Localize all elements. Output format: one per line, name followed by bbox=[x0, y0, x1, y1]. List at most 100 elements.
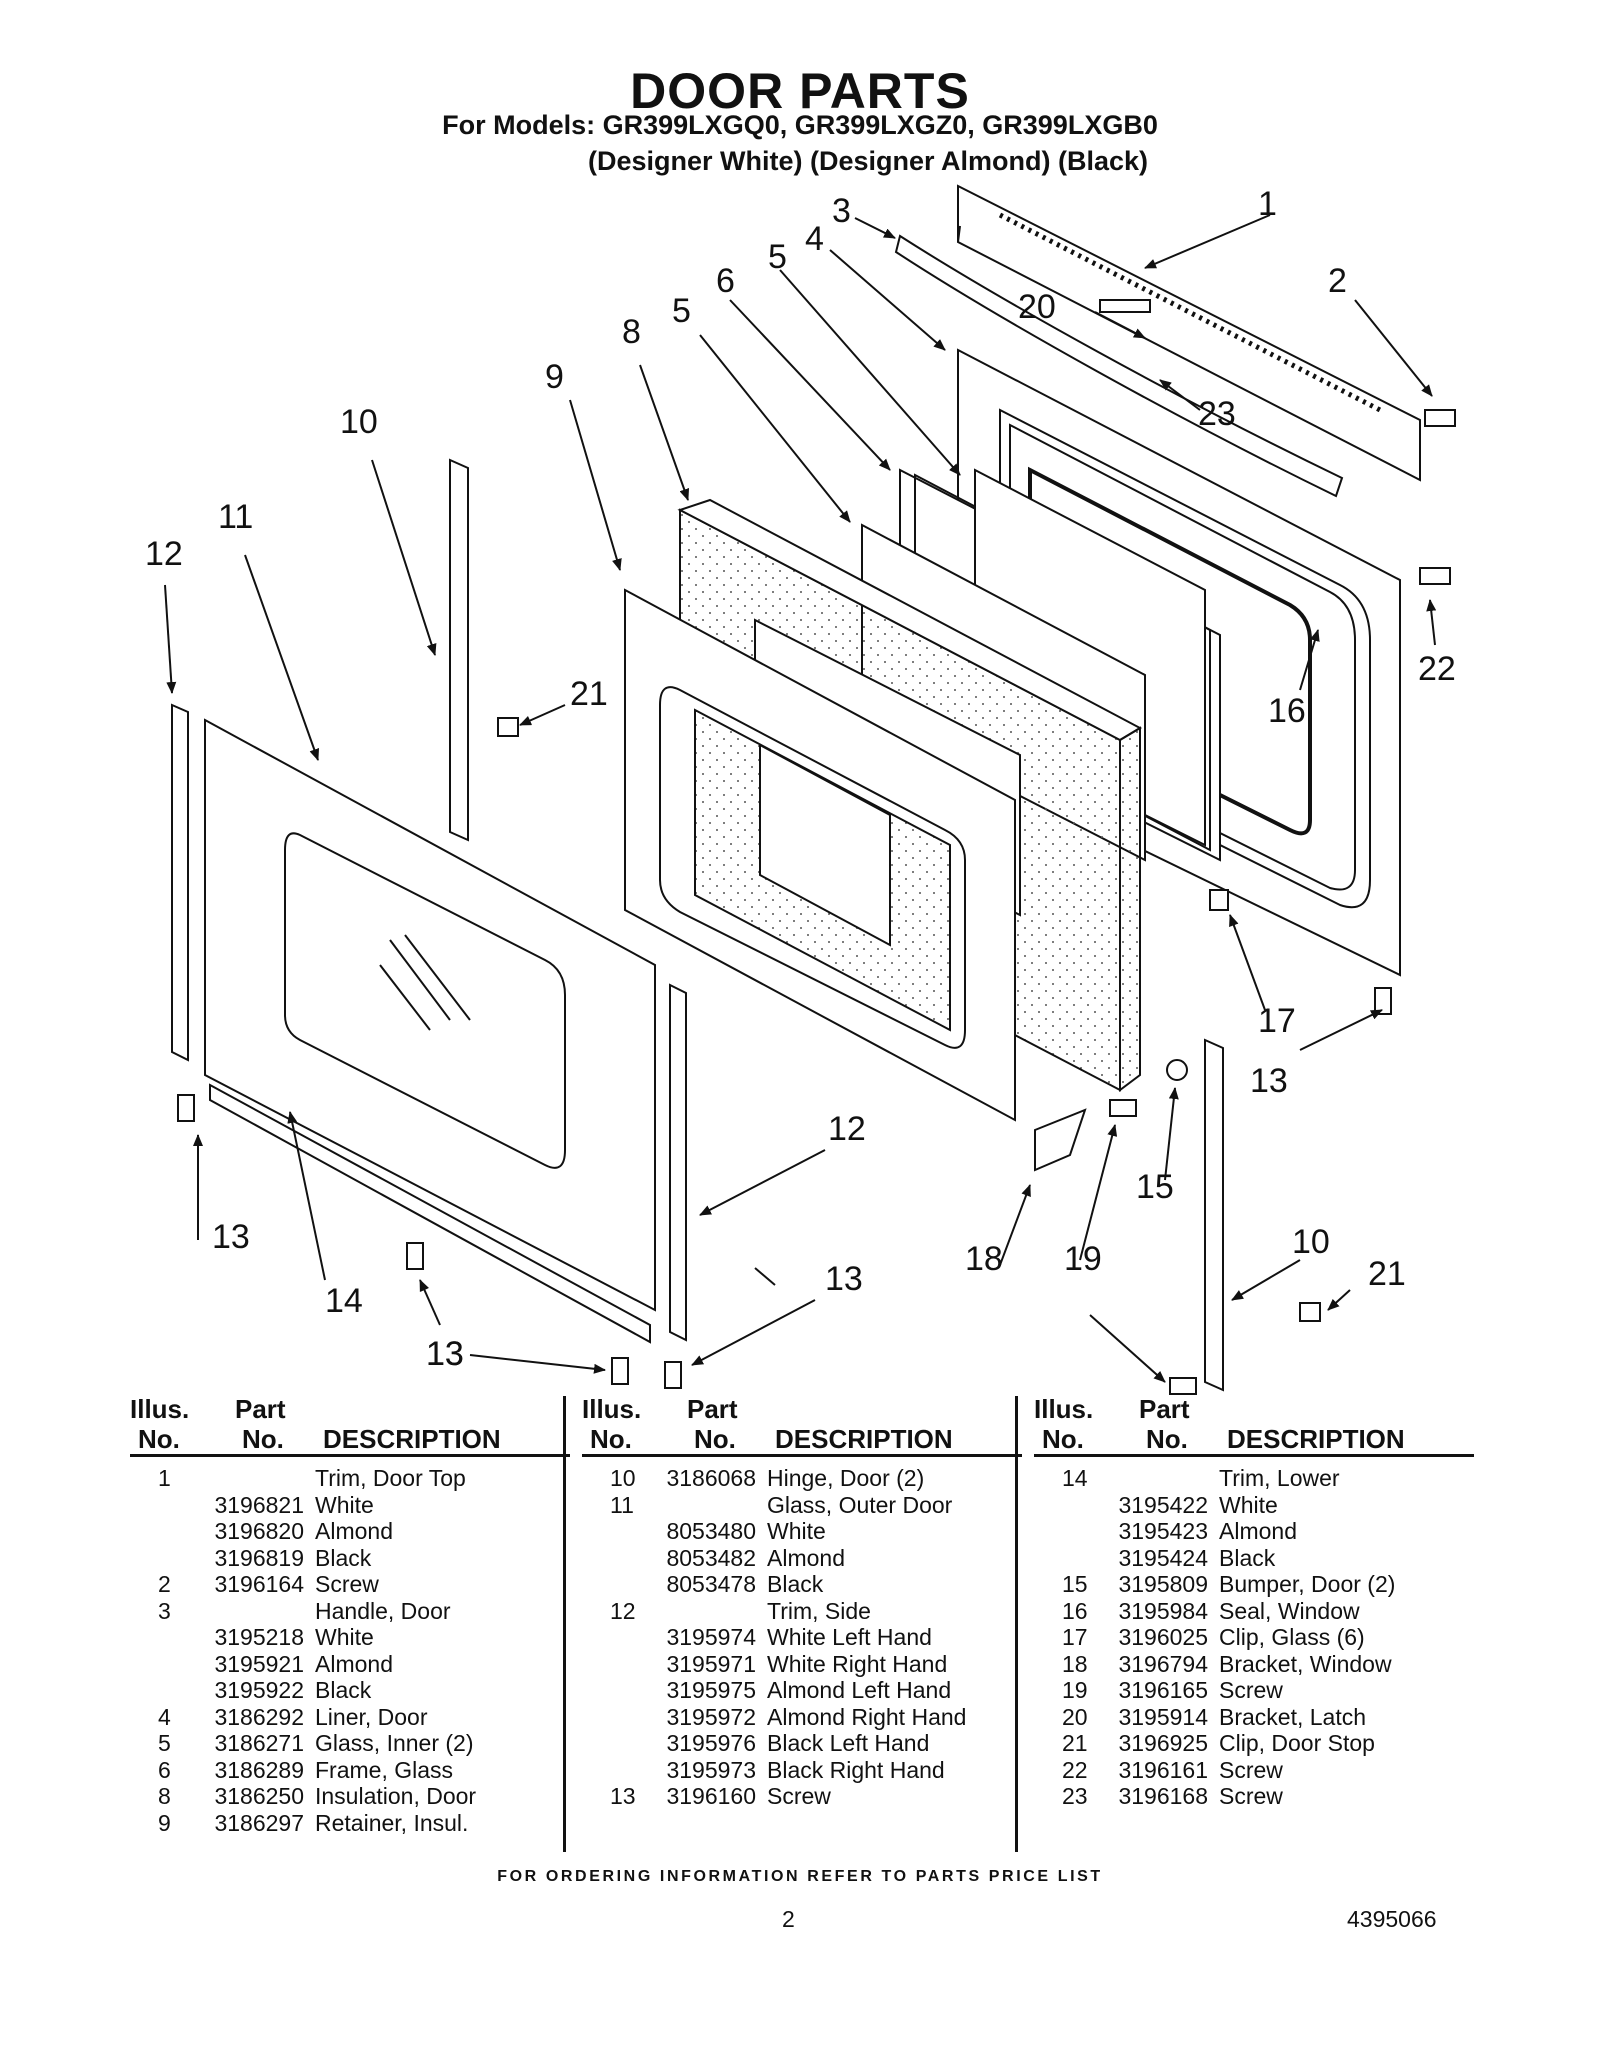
illus-number: 12 bbox=[610, 1597, 636, 1624]
part-number: 3196819 bbox=[214, 1544, 304, 1571]
table-row: 12 Trim, Side bbox=[582, 1598, 1022, 1625]
part-number: 3196820 bbox=[214, 1518, 304, 1544]
part-number: 3196164 bbox=[214, 1571, 304, 1597]
callout-22: 22 bbox=[1418, 650, 1456, 688]
part-description: Almond bbox=[1219, 1518, 1297, 1544]
door-hinge-right-part bbox=[1204, 1038, 1224, 1392]
table-row: 3 Handle, Door bbox=[130, 1598, 570, 1625]
illus-number: 21 bbox=[1062, 1730, 1088, 1756]
callout-23: 23 bbox=[1198, 395, 1236, 433]
part-description: Bracket, Window bbox=[1219, 1650, 1392, 1677]
part-number: 3196794 bbox=[1118, 1650, 1208, 1677]
callout-21a: 21 bbox=[570, 675, 608, 713]
callout-18: 18 bbox=[965, 1240, 1003, 1278]
part-description: Black bbox=[767, 1571, 824, 1597]
part-description: Clip, Glass (6) bbox=[1219, 1624, 1365, 1650]
callout-13a: 13 bbox=[212, 1218, 250, 1256]
part-number: 3196168 bbox=[1118, 1783, 1208, 1809]
callout-12b: 12 bbox=[828, 1110, 866, 1148]
illus-number: 2 bbox=[158, 1571, 171, 1597]
insulation-retainer-part bbox=[624, 588, 1016, 1122]
part-number: 8053482 bbox=[666, 1544, 756, 1571]
illus-number: 11 bbox=[610, 1491, 634, 1518]
illus-number: 16 bbox=[1062, 1597, 1088, 1624]
part-description: Black bbox=[1219, 1544, 1276, 1571]
header-part-no: No. bbox=[1146, 1424, 1188, 1454]
callout-2: 2 bbox=[1328, 262, 1347, 300]
ordering-footer: FOR ORDERING INFORMATION REFER TO PARTS … bbox=[497, 1868, 1103, 1885]
part-description: Screw bbox=[1219, 1756, 1283, 1783]
part-description: Almond bbox=[767, 1544, 845, 1571]
illus-number: 23 bbox=[1062, 1783, 1088, 1809]
header-part-no: No. bbox=[694, 1424, 736, 1454]
header-illus-no: No. bbox=[138, 1424, 180, 1454]
callout-13e: 13 bbox=[1250, 1062, 1288, 1100]
door-handle-part bbox=[894, 234, 1344, 498]
part-number: 3196925 bbox=[1118, 1730, 1208, 1756]
side-trim-left-part bbox=[171, 703, 189, 1062]
header-part-no: No. bbox=[242, 1424, 284, 1454]
illus-number: 20 bbox=[1062, 1703, 1088, 1730]
part-number: 3195809 bbox=[1118, 1571, 1208, 1597]
callout-13b: 13 bbox=[426, 1335, 464, 1373]
part-description: White Right Hand bbox=[767, 1650, 948, 1677]
part-description: Trim, Door Top bbox=[315, 1465, 466, 1491]
header-description: DESCRIPTION bbox=[323, 1424, 501, 1454]
callout-12a: 12 bbox=[145, 535, 183, 573]
part-number: 3195972 bbox=[666, 1703, 756, 1730]
column-divider bbox=[1015, 1396, 1018, 1852]
part-description: White bbox=[1219, 1491, 1278, 1518]
callout-4: 4 bbox=[805, 220, 824, 258]
callout-5a: 5 bbox=[768, 238, 787, 276]
callout-10a: 10 bbox=[340, 403, 378, 441]
part-description: Retainer, Insul. bbox=[315, 1809, 469, 1836]
part-number: 3195914 bbox=[1118, 1703, 1208, 1730]
callout-5b: 5 bbox=[672, 292, 691, 330]
illus-number: 4 bbox=[158, 1703, 171, 1730]
window-seal-part bbox=[1028, 466, 1312, 836]
models-subtitle: For Models: GR399LXGQ0, GR399LXGZ0, GR39… bbox=[442, 110, 1158, 140]
illus-number: 10 bbox=[610, 1465, 636, 1491]
part-number: 3195921 bbox=[214, 1650, 304, 1677]
part-number: 3196025 bbox=[1118, 1624, 1208, 1650]
part-number: 3195424 bbox=[1118, 1544, 1208, 1571]
outer-door-glass-part bbox=[204, 718, 656, 1312]
illus-number: 3 bbox=[158, 1597, 171, 1624]
header-illus: Illus. bbox=[1034, 1394, 1094, 1424]
part-number: 3195974 bbox=[666, 1624, 756, 1650]
part-description: White bbox=[315, 1624, 374, 1650]
callout-14: 14 bbox=[325, 1282, 363, 1320]
part-description: Liner, Door bbox=[315, 1703, 428, 1730]
column-header: Illus. No. Part No. DESCRIPTION bbox=[1034, 1396, 1474, 1457]
part-description: Trim, Lower bbox=[1219, 1465, 1340, 1491]
part-description: Screw bbox=[767, 1783, 831, 1809]
part-number: 8053480 bbox=[666, 1518, 756, 1544]
part-description: Trim, Side bbox=[767, 1597, 871, 1624]
lower-trim-part bbox=[209, 1083, 651, 1344]
callout-17: 17 bbox=[1258, 1002, 1296, 1040]
header-description: DESCRIPTION bbox=[775, 1424, 953, 1454]
part-description: Bracket, Latch bbox=[1219, 1703, 1367, 1730]
header-part: Part bbox=[235, 1394, 286, 1424]
callout-21b: 21 bbox=[1368, 1255, 1406, 1293]
part-description: Handle, Door bbox=[315, 1597, 451, 1624]
trim-door-top-part bbox=[957, 184, 1421, 482]
part-number: 3196161 bbox=[1118, 1756, 1208, 1783]
table-row: 22 3196161 Screw bbox=[1034, 1757, 1474, 1784]
illus-number: 22 bbox=[1062, 1756, 1088, 1783]
